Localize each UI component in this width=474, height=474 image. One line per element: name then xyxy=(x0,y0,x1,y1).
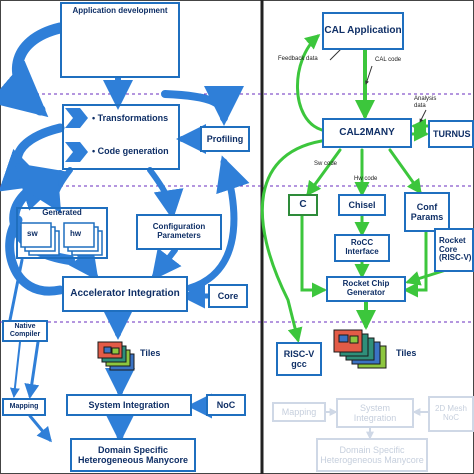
rocc-interface-label: RoCC Interface xyxy=(345,238,379,256)
conf-params-box: Conf Params xyxy=(404,192,450,232)
noc-label: NoC xyxy=(216,399,236,410)
generated-box: Generated xyxy=(16,207,108,259)
profiling-box: Profiling xyxy=(200,126,250,152)
feedback-data-label: Feedback data xyxy=(278,56,318,62)
generated-code-stacks xyxy=(20,222,103,256)
system-integration-box: System Integration xyxy=(66,394,192,416)
sw-code-label: Sw code xyxy=(314,161,338,167)
accelerator-integration-label: Accelerator Integration xyxy=(70,288,180,300)
noc-box: NoC xyxy=(206,394,246,416)
core-label: Core xyxy=(217,290,239,301)
level-lines xyxy=(0,93,474,323)
chisel-box: Chisel xyxy=(338,194,386,216)
app-development-label: Application development xyxy=(72,6,168,15)
mesh-noc-box-faded: 2D Mesh NoC xyxy=(428,396,474,432)
c-box: C xyxy=(288,194,318,216)
mapping-label: Mapping xyxy=(9,403,39,411)
chisel-label: Chisel xyxy=(348,199,376,210)
tiles-label: Tiles xyxy=(140,348,161,358)
tiles-icon xyxy=(97,341,135,371)
cal2many-label: CAL2MANY xyxy=(339,127,395,139)
app-development-box: Application development xyxy=(60,2,180,78)
domain-specific-box-faded: Domain Specific Heterogeneous Manycore xyxy=(316,438,428,472)
chevron-icons xyxy=(65,108,88,162)
rocket-core-box: Rocket Core (RISC-V) xyxy=(434,228,474,272)
hw-code-label: Hw code xyxy=(354,176,378,182)
riscv-gcc-box: RISC-V gcc xyxy=(276,342,322,376)
transform-codegen-box xyxy=(62,104,180,170)
label-arrows xyxy=(329,39,427,123)
rocket-chip-generator-label: Rocket Chip Generator xyxy=(342,279,390,297)
accelerator-integration-box: Accelerator Integration xyxy=(62,276,188,312)
cal2many-box: CAL2MANY xyxy=(322,118,412,148)
rocket-chip-generator-box: Rocket Chip Generator xyxy=(326,276,406,302)
system-integration-label-faded: System Integration xyxy=(353,402,397,423)
right-flow-arrows xyxy=(260,34,448,343)
mesh-noc-label-faded: 2D Mesh NoC xyxy=(434,404,467,422)
code-generation-label: • Code generation xyxy=(92,146,169,156)
cal-application-label: CAL Application xyxy=(324,25,402,37)
mapping-label-faded: Mapping xyxy=(281,406,317,417)
transformations-label: • Transformations xyxy=(92,113,169,123)
turnus-label: TURNUS xyxy=(433,128,471,139)
mapping-box-faded: Mapping xyxy=(272,402,326,422)
conf-params-label: Conf Params xyxy=(410,201,444,222)
cal-application-box: CAL Application xyxy=(322,12,404,50)
generated-label: Generated xyxy=(42,208,82,217)
tiles-icon-right xyxy=(333,329,387,369)
configuration-parameters-box: Configuration Parameters xyxy=(136,214,222,250)
turnus-box: TURNUS xyxy=(428,120,474,148)
core-box: Core xyxy=(208,284,248,308)
faded-arrows xyxy=(325,408,428,440)
c-label: C xyxy=(299,199,307,211)
mapping-box: Mapping xyxy=(2,398,46,416)
rocket-core-label: Rocket Core (RISC-V) xyxy=(439,235,472,263)
domain-specific-label-faded: Domain Specific Heterogeneous Manycore xyxy=(320,444,424,465)
rocc-interface-box: RoCC Interface xyxy=(334,234,390,262)
chevron-right-icon xyxy=(65,108,88,128)
hw-label: hw xyxy=(70,229,82,238)
system-integration-label: System Integration xyxy=(88,399,170,410)
domain-specific-label: Domain Specific Heterogeneous Manycore xyxy=(77,444,189,465)
analysis-data-label: Analysis data xyxy=(414,96,437,110)
sw-label: sw xyxy=(27,229,38,238)
tiles-label-right: Tiles xyxy=(396,348,417,358)
configuration-parameters-label: Configuration Parameters xyxy=(152,222,206,240)
riscv-gcc-label: RISC-V gcc xyxy=(283,348,315,369)
native-compiler-box: Native Compiler xyxy=(2,320,48,342)
chevron-right-icon xyxy=(65,142,88,162)
native-compiler-label: Native Compiler xyxy=(9,323,41,338)
profiling-label: Profiling xyxy=(206,133,244,144)
domain-specific-box: Domain Specific Heterogeneous Manycore xyxy=(70,438,196,472)
cal-code-label: CAL code xyxy=(375,57,402,63)
system-integration-box-faded: System Integration xyxy=(336,398,414,428)
